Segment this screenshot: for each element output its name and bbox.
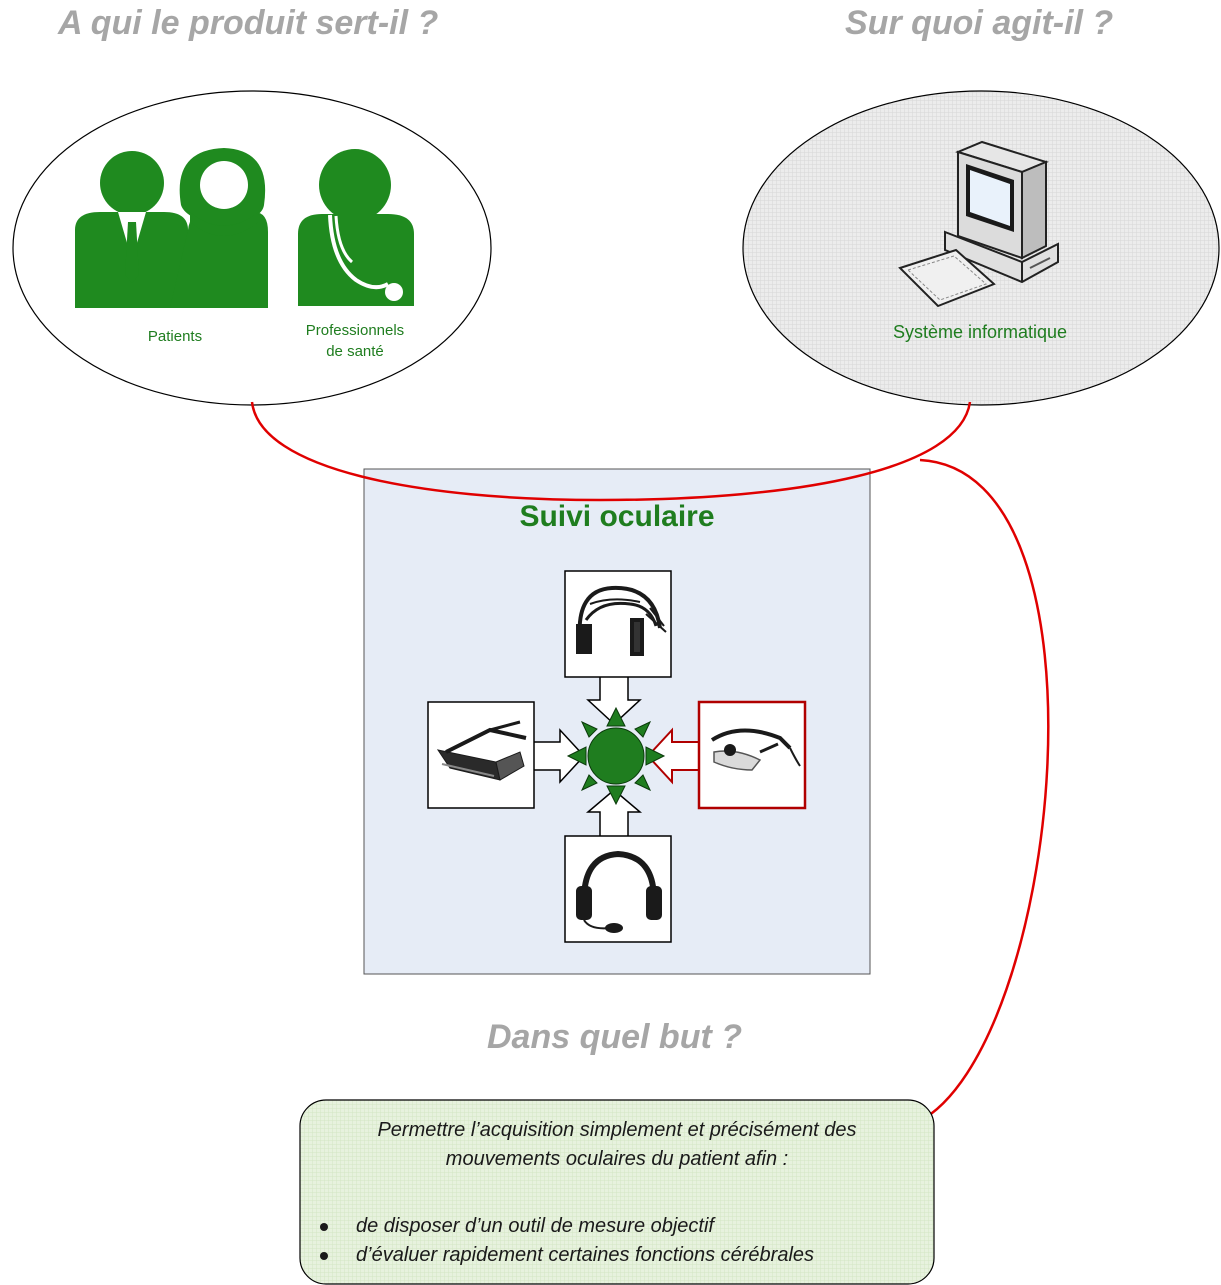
professionals-line2: de santé [326, 343, 384, 360]
glasses-tracker-icon [436, 720, 527, 781]
what-question: Sur quoi agit-il ? [845, 4, 1114, 42]
why-question: Dans quel but ? [487, 1018, 742, 1056]
patients-label: Patients [147, 328, 203, 345]
goal-box [299, 1099, 935, 1285]
goal-intro: Permettre l’acquisition simplement et pr… [302, 1116, 932, 1174]
computer-icon [898, 140, 1059, 308]
headset-tracker-icon [576, 585, 667, 656]
health-professional-icon [298, 149, 414, 306]
professionals-line1: Professionnels [305, 322, 405, 339]
product-title: Suivi oculaire [519, 500, 715, 533]
who-question: A qui le produit sert-il ? [58, 4, 439, 42]
relation-curve [250, 401, 972, 502]
red-selected-arrow [646, 727, 701, 785]
patients-icon [75, 148, 268, 308]
professionals-label: Professionnels de santé [290, 320, 420, 362]
goal-item: d’évaluer rapidement certaines fonctions… [312, 1241, 932, 1270]
converging-arrows [531, 675, 643, 839]
goal-intro-line1: Permettre l’acquisition simplement et pr… [377, 1119, 857, 1141]
central-hub-icon [566, 706, 666, 806]
goal-arrow [916, 458, 1050, 1124]
goal-intro-line2: mouvements oculaires du patient afin : [445, 1148, 789, 1170]
audio-headset-icon [576, 850, 662, 933]
goal-item: de disposer d’un outil de mesure objecti… [312, 1212, 932, 1241]
goal-list: de disposer d’un outil de mesure objecti… [312, 1212, 932, 1270]
target-label: Système informatique [892, 322, 1068, 342]
head-mounted-camera-icon [710, 728, 801, 771]
